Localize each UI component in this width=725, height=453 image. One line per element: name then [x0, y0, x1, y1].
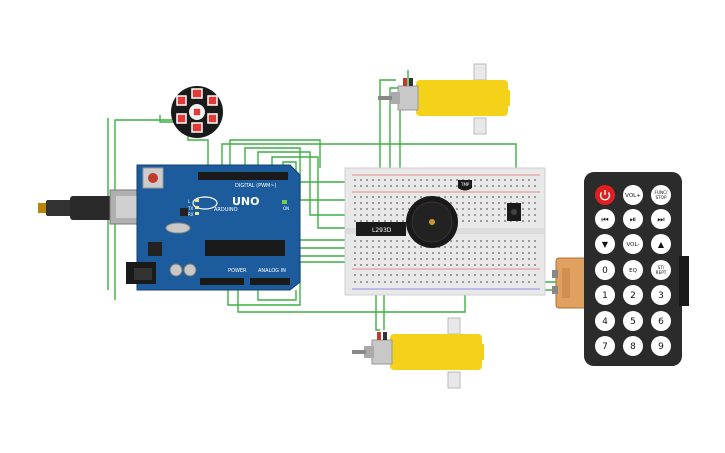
remote-button-1[interactable]: 1 — [595, 285, 615, 305]
remote-button-grid: VOL+ FUNC/STOP ⏮ ⏯ ⏭ ▼ VOL- ▲ 0 EQ ST/REPT 1 2 3 4 5 6 7 8… — [595, 185, 671, 356]
remote-button-9[interactable]: 9 — [651, 336, 671, 356]
remote-button-st-rept[interactable]: ST/REPT — [651, 260, 671, 280]
neopixel-ring[interactable] — [171, 86, 223, 138]
remote-button-7[interactable]: 7 — [595, 336, 615, 356]
play-pause-icon: ⏯ — [630, 215, 636, 224]
tx-label: TX — [187, 206, 193, 211]
brand-label: ARDUINO — [214, 207, 238, 213]
remote-button-label: 5 — [630, 317, 636, 327]
next-button[interactable]: ⏭ — [651, 209, 671, 229]
on-label: ON — [283, 206, 289, 211]
dc-motor-top[interactable] — [378, 63, 510, 135]
remote-button-5[interactable]: 5 — [623, 311, 643, 331]
remote-button-label: VOL- — [627, 242, 640, 248]
analog-header-label: ANALOG IN — [258, 268, 286, 274]
remote-button-label: VOL+ — [625, 193, 641, 199]
remote-button-label: 3 — [658, 291, 664, 301]
tmp-label: TMP — [460, 182, 470, 187]
remote-button-label: 8 — [630, 342, 636, 352]
power-button[interactable] — [595, 185, 615, 205]
digital-header — [198, 172, 288, 180]
remote-button-0[interactable]: 0 — [595, 260, 615, 280]
remote-button-label: 9 — [658, 342, 664, 352]
remote-button-3[interactable]: 3 — [651, 285, 671, 305]
remote-button-label: 7 — [602, 342, 608, 352]
arduino-uno-board[interactable]: DIGITAL (PWM~) ARDUINO UNO L TX RX ON PO… — [126, 164, 301, 291]
temperature-sensor[interactable]: TMP — [458, 180, 472, 191]
remote-button-label: STOP — [655, 195, 667, 200]
prev-icon: ⏮ — [601, 215, 608, 224]
ir-receiver[interactable] — [507, 203, 521, 221]
remote-button-4[interactable]: 4 — [595, 311, 615, 331]
remote-button-2[interactable]: 2 — [623, 285, 643, 305]
remote-button-label: 4 — [602, 317, 608, 327]
play-pause-button[interactable]: ⏯ — [623, 209, 643, 229]
up-icon: ▲ — [658, 240, 665, 249]
remote-button-label: 0 — [602, 266, 608, 276]
remote-button-vol-[interactable]: VOL+ — [623, 185, 643, 205]
atmega-chip — [205, 240, 285, 256]
power-header-label: POWER — [228, 268, 247, 274]
analog-header — [250, 278, 290, 285]
l293d-label: L293D — [372, 227, 392, 234]
up-button[interactable]: ▲ — [651, 234, 671, 254]
piezo-buzzer[interactable] — [406, 196, 458, 248]
remote-button-label: 1 — [602, 291, 608, 301]
remote-button-label: ST/ — [658, 265, 665, 270]
rx-label: RX — [188, 212, 194, 217]
remote-button-6[interactable]: 6 — [651, 311, 671, 331]
arduino-logo — [192, 196, 218, 210]
dc-motor-bottom[interactable] — [352, 317, 484, 389]
power-icon — [599, 192, 611, 201]
remote-button-label: EQ — [629, 268, 637, 274]
remote-button-label: FUNC/ — [655, 190, 669, 195]
remote-button-label: REPT — [656, 270, 667, 275]
down-button[interactable]: ▼ — [595, 234, 615, 254]
remote-button-label: 6 — [658, 317, 664, 327]
power-header — [200, 278, 244, 285]
digital-header-label: DIGITAL (PWM~) — [235, 183, 277, 189]
prev-button[interactable]: ⏮ — [595, 209, 615, 229]
ir-remote[interactable]: VOL+ FUNC/STOP ⏮ ⏯ ⏭ ▼ VOL- ▲ 0 EQ ST/REPT 1 2 3 4 5 6 7 8… — [584, 172, 689, 366]
remote-button-8[interactable]: 8 — [623, 336, 643, 356]
l-label: L — [188, 199, 191, 204]
l293d-chip[interactable]: L293D — [356, 222, 406, 236]
remote-button-label: 2 — [630, 291, 636, 301]
model-label: UNO — [232, 195, 260, 208]
remote-button-eq[interactable]: EQ — [623, 260, 643, 280]
down-icon: ▼ — [602, 240, 609, 249]
remote-button-func-stop[interactable]: FUNC/STOP — [651, 185, 671, 205]
remote-button-vol-[interactable]: VOL- — [623, 234, 643, 254]
next-icon: ⏭ — [657, 215, 664, 224]
